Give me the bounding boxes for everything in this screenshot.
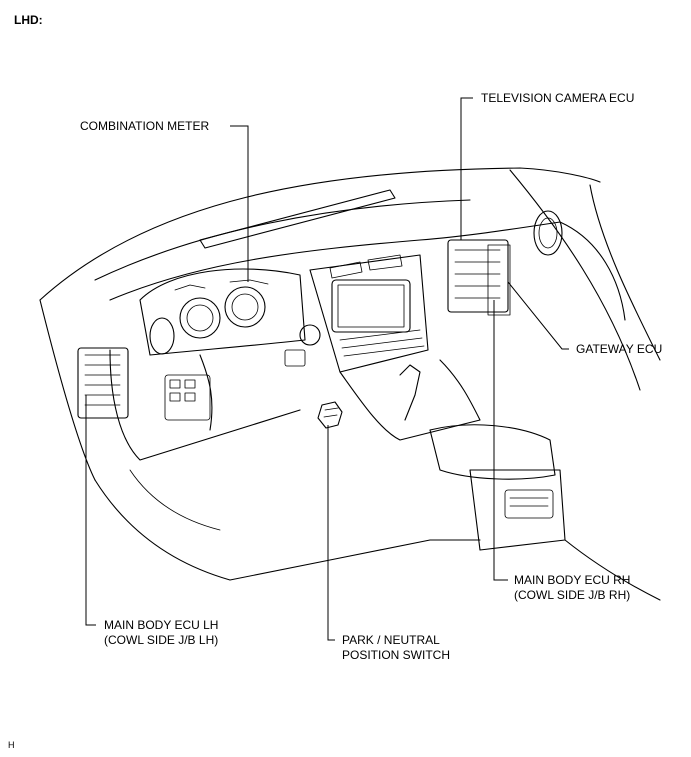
- lower-dash-left: [109, 349, 301, 461]
- leader-gateway-ecu: [507, 281, 569, 350]
- rear-console: [469, 469, 566, 551]
- center-console: [339, 359, 481, 441]
- label-television-camera-ecu: TELEVISION CAMERA ECU: [481, 91, 635, 105]
- center-stack: [309, 254, 429, 373]
- page-heading: LHD:: [14, 13, 43, 27]
- steering-column: [199, 354, 213, 431]
- right-pillar: [509, 169, 641, 391]
- right-air-vent: [533, 210, 563, 256]
- label-main-body-ecu-rh: MAIN BODY ECU RH (COWL SIDE J/B RH): [514, 573, 631, 602]
- television-camera-ecu-module: [447, 239, 511, 316]
- leader-combination-meter: [230, 125, 249, 282]
- leader-park-neutral-switch: [327, 425, 335, 641]
- meter-hood: [139, 268, 306, 356]
- leader-main-body-ecu-lh: [85, 395, 96, 626]
- defroster-vent: [199, 189, 396, 249]
- right-pillar-inner: [589, 184, 661, 361]
- windshield-lower: [94, 199, 471, 281]
- dash-right-edge: [559, 221, 626, 321]
- main-body-ecu-lh-module: [77, 347, 129, 419]
- leader-main-body-ecu-rh: [493, 300, 508, 581]
- floor-left: [94, 479, 231, 581]
- shift-lever: [399, 364, 421, 421]
- label-gateway-ecu: GATEWAY ECU: [576, 342, 663, 356]
- label-main-body-ecu-lh: MAIN BODY ECU LH (COWL SIDE J/B LH): [104, 618, 219, 647]
- dash-top: [109, 221, 561, 301]
- armrest: [429, 424, 556, 480]
- label-park-neutral-switch: PARK / NEUTRAL POSITION SWITCH: [342, 633, 450, 662]
- floor-right: [564, 539, 661, 601]
- park-neutral-switch-part: [317, 401, 343, 429]
- label-combination-meter: COMBINATION METER: [80, 119, 210, 133]
- windshield-outline: [39, 167, 601, 301]
- figure-code: H: [8, 740, 15, 750]
- center-display: [331, 279, 411, 333]
- switch-panel: [164, 374, 211, 421]
- dial-knob: [299, 324, 321, 346]
- speedometer-dial: [179, 297, 221, 339]
- tachometer-dial: [224, 286, 266, 328]
- small-switch: [284, 349, 306, 367]
- rear-vent: [504, 489, 554, 519]
- floor-center: [229, 539, 481, 581]
- left-air-vent: [149, 317, 175, 355]
- leader-television-camera-ecu: [460, 97, 473, 240]
- left-door-edge: [39, 299, 96, 481]
